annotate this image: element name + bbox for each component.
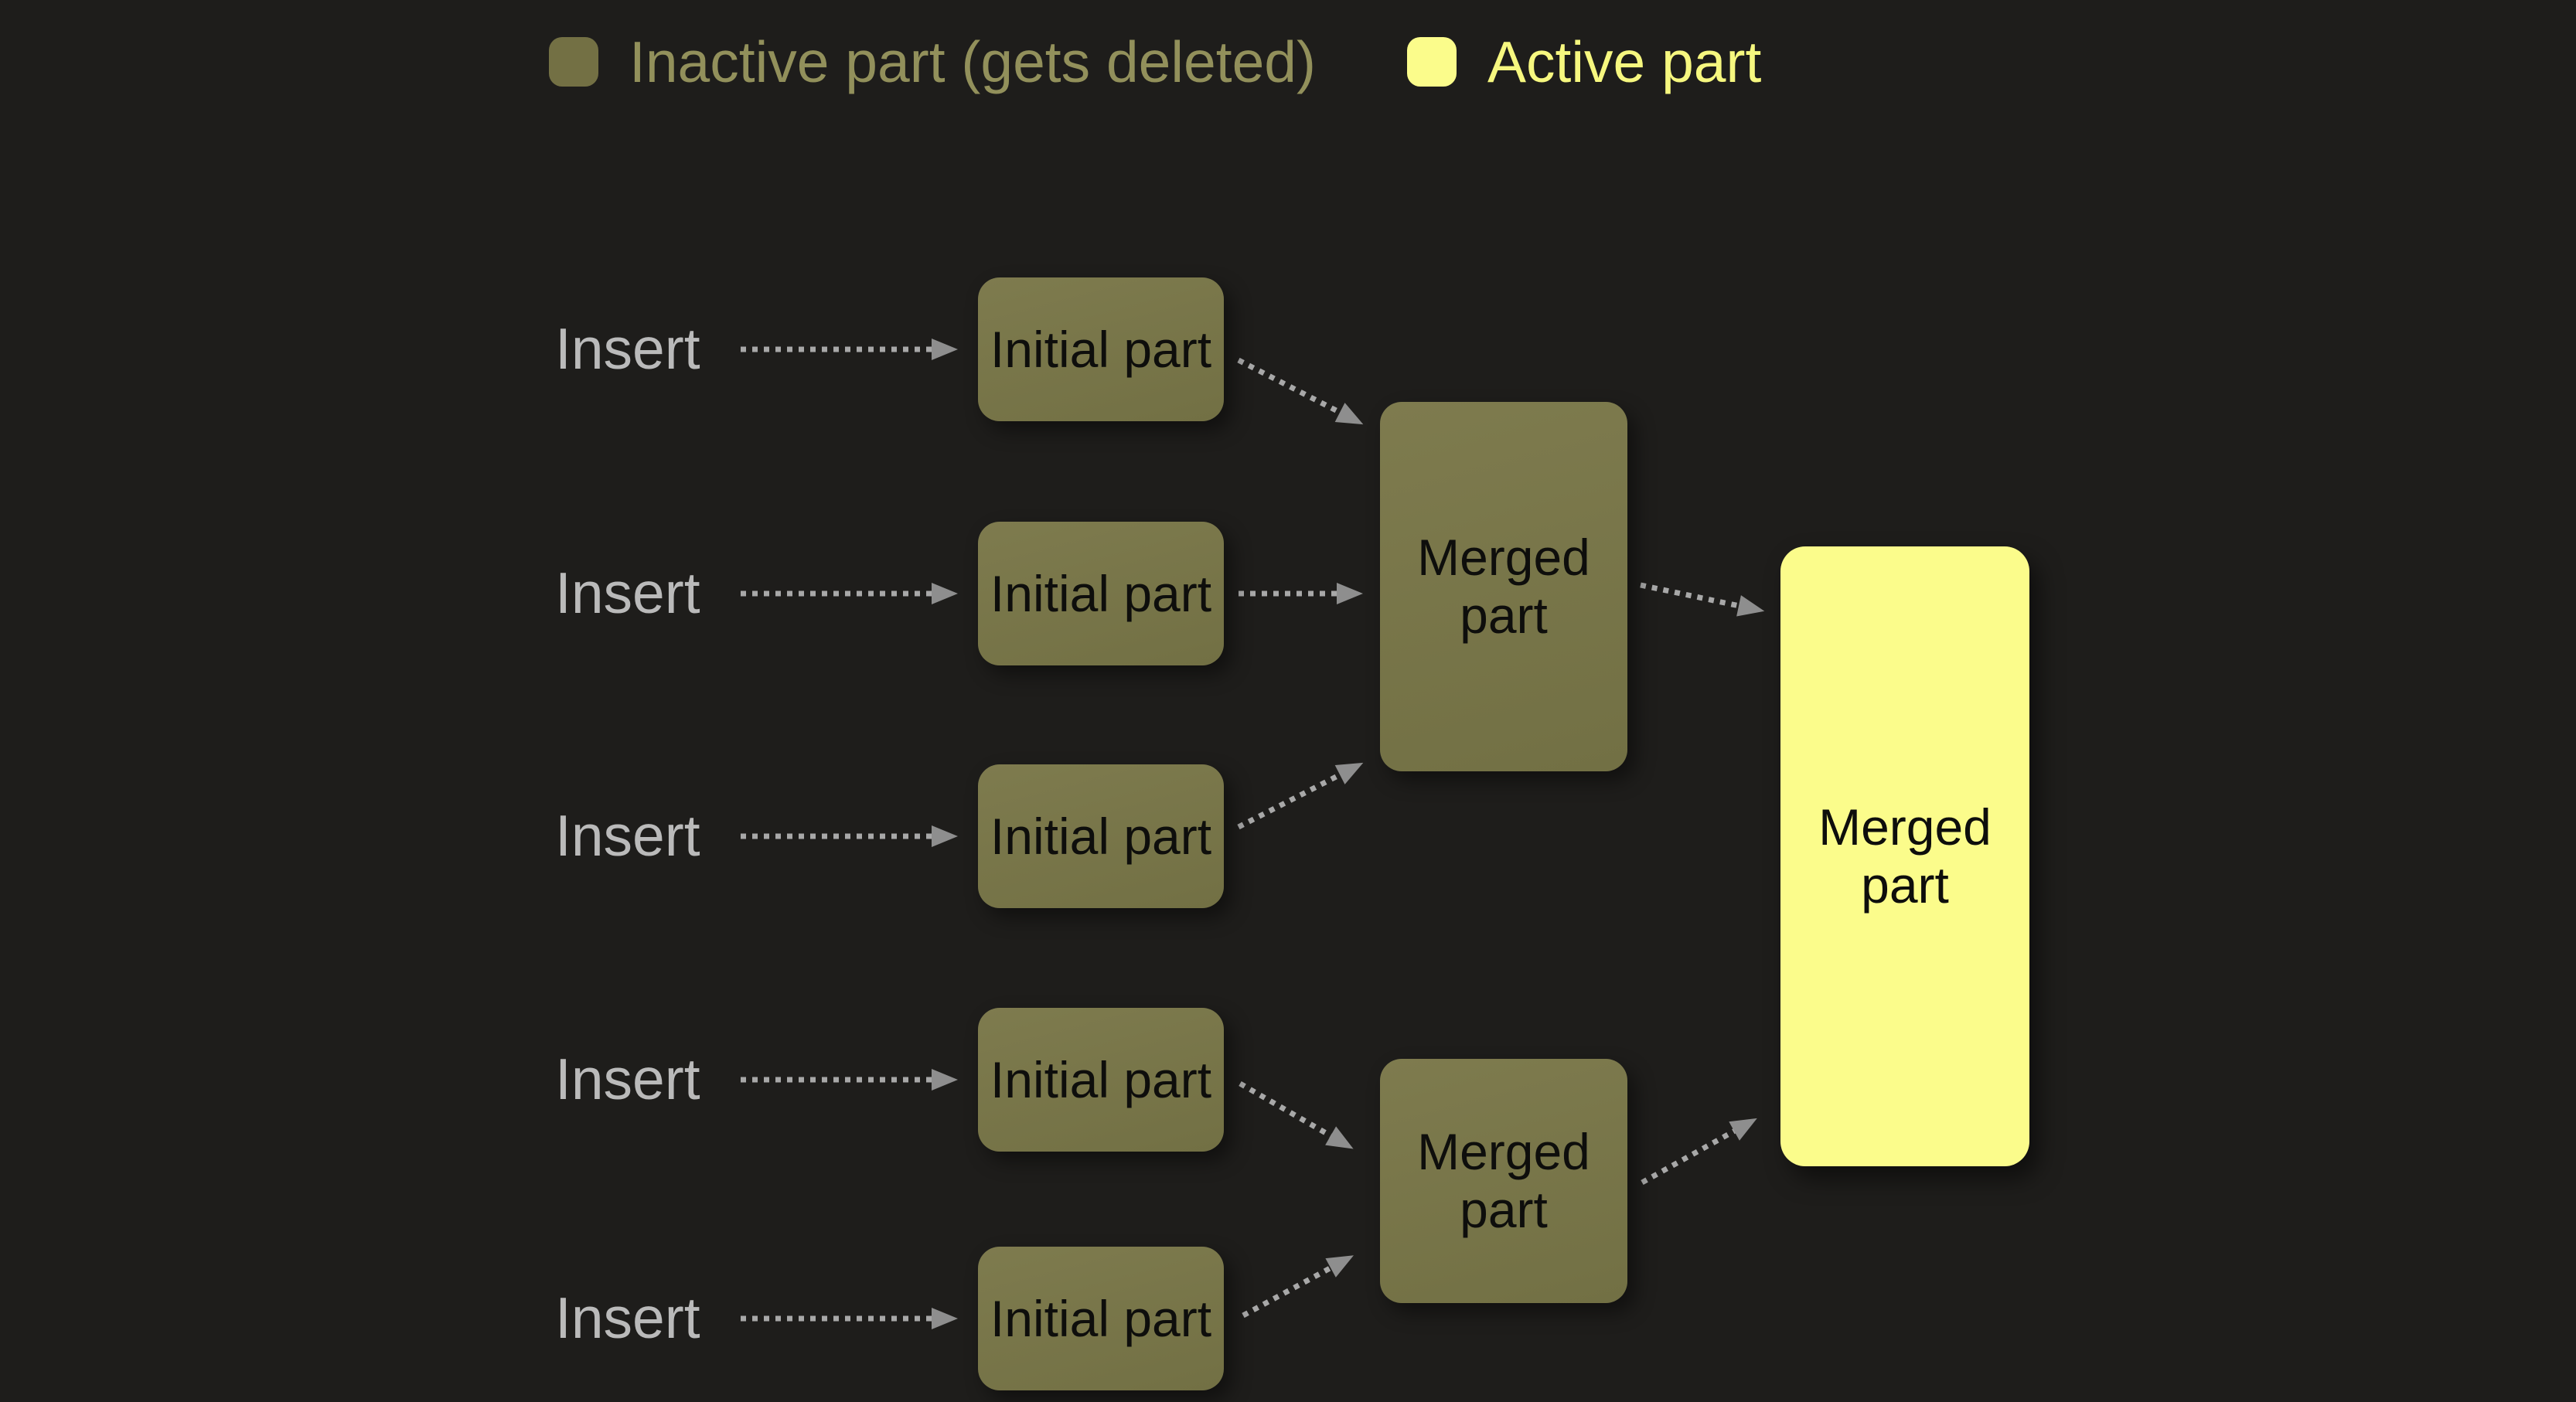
arrow-merged1-to-final [1640, 582, 1765, 617]
inactive-part-swatch-icon [549, 37, 598, 87]
insert-label-4: Insert [555, 1046, 700, 1111]
merged-part-node-final-active: Merged part [1780, 546, 2029, 1166]
active-part-swatch-icon [1407, 37, 1457, 87]
legend-inactive-label: Inactive part (gets deleted) [629, 29, 1316, 94]
merged-part-node-top: Merged part [1380, 402, 1627, 771]
merged-part-node-bottom: Merged part [1380, 1059, 1627, 1303]
insert-label-5: Insert [555, 1285, 700, 1350]
initial-part-node-4: Initial part [978, 1008, 1224, 1152]
arrow-merged2-to-final [1641, 1118, 1757, 1186]
initial-part-node-2: Initial part [978, 522, 1224, 665]
initial-part-node-3: Initial part [978, 764, 1224, 908]
legend-active-label: Active part [1487, 29, 1762, 94]
arrow-initial4-to-merged2 [1239, 1080, 1354, 1149]
legend-item-active: Active part [1407, 32, 1761, 90]
insert-label-3: Insert [555, 803, 700, 868]
legend-item-inactive: Inactive part (gets deleted) [549, 32, 1316, 90]
arrow-initial5-to-merged2 [1242, 1255, 1354, 1319]
initial-part-node-5: Initial part [978, 1247, 1224, 1390]
insert-label-2: Insert [555, 560, 700, 625]
initial-part-node-1: Initial part [978, 277, 1224, 421]
insert-label-1: Insert [555, 316, 700, 381]
arrow-initial3-to-merged1 [1237, 762, 1364, 830]
arrow-initial1-to-merged1 [1237, 357, 1364, 425]
